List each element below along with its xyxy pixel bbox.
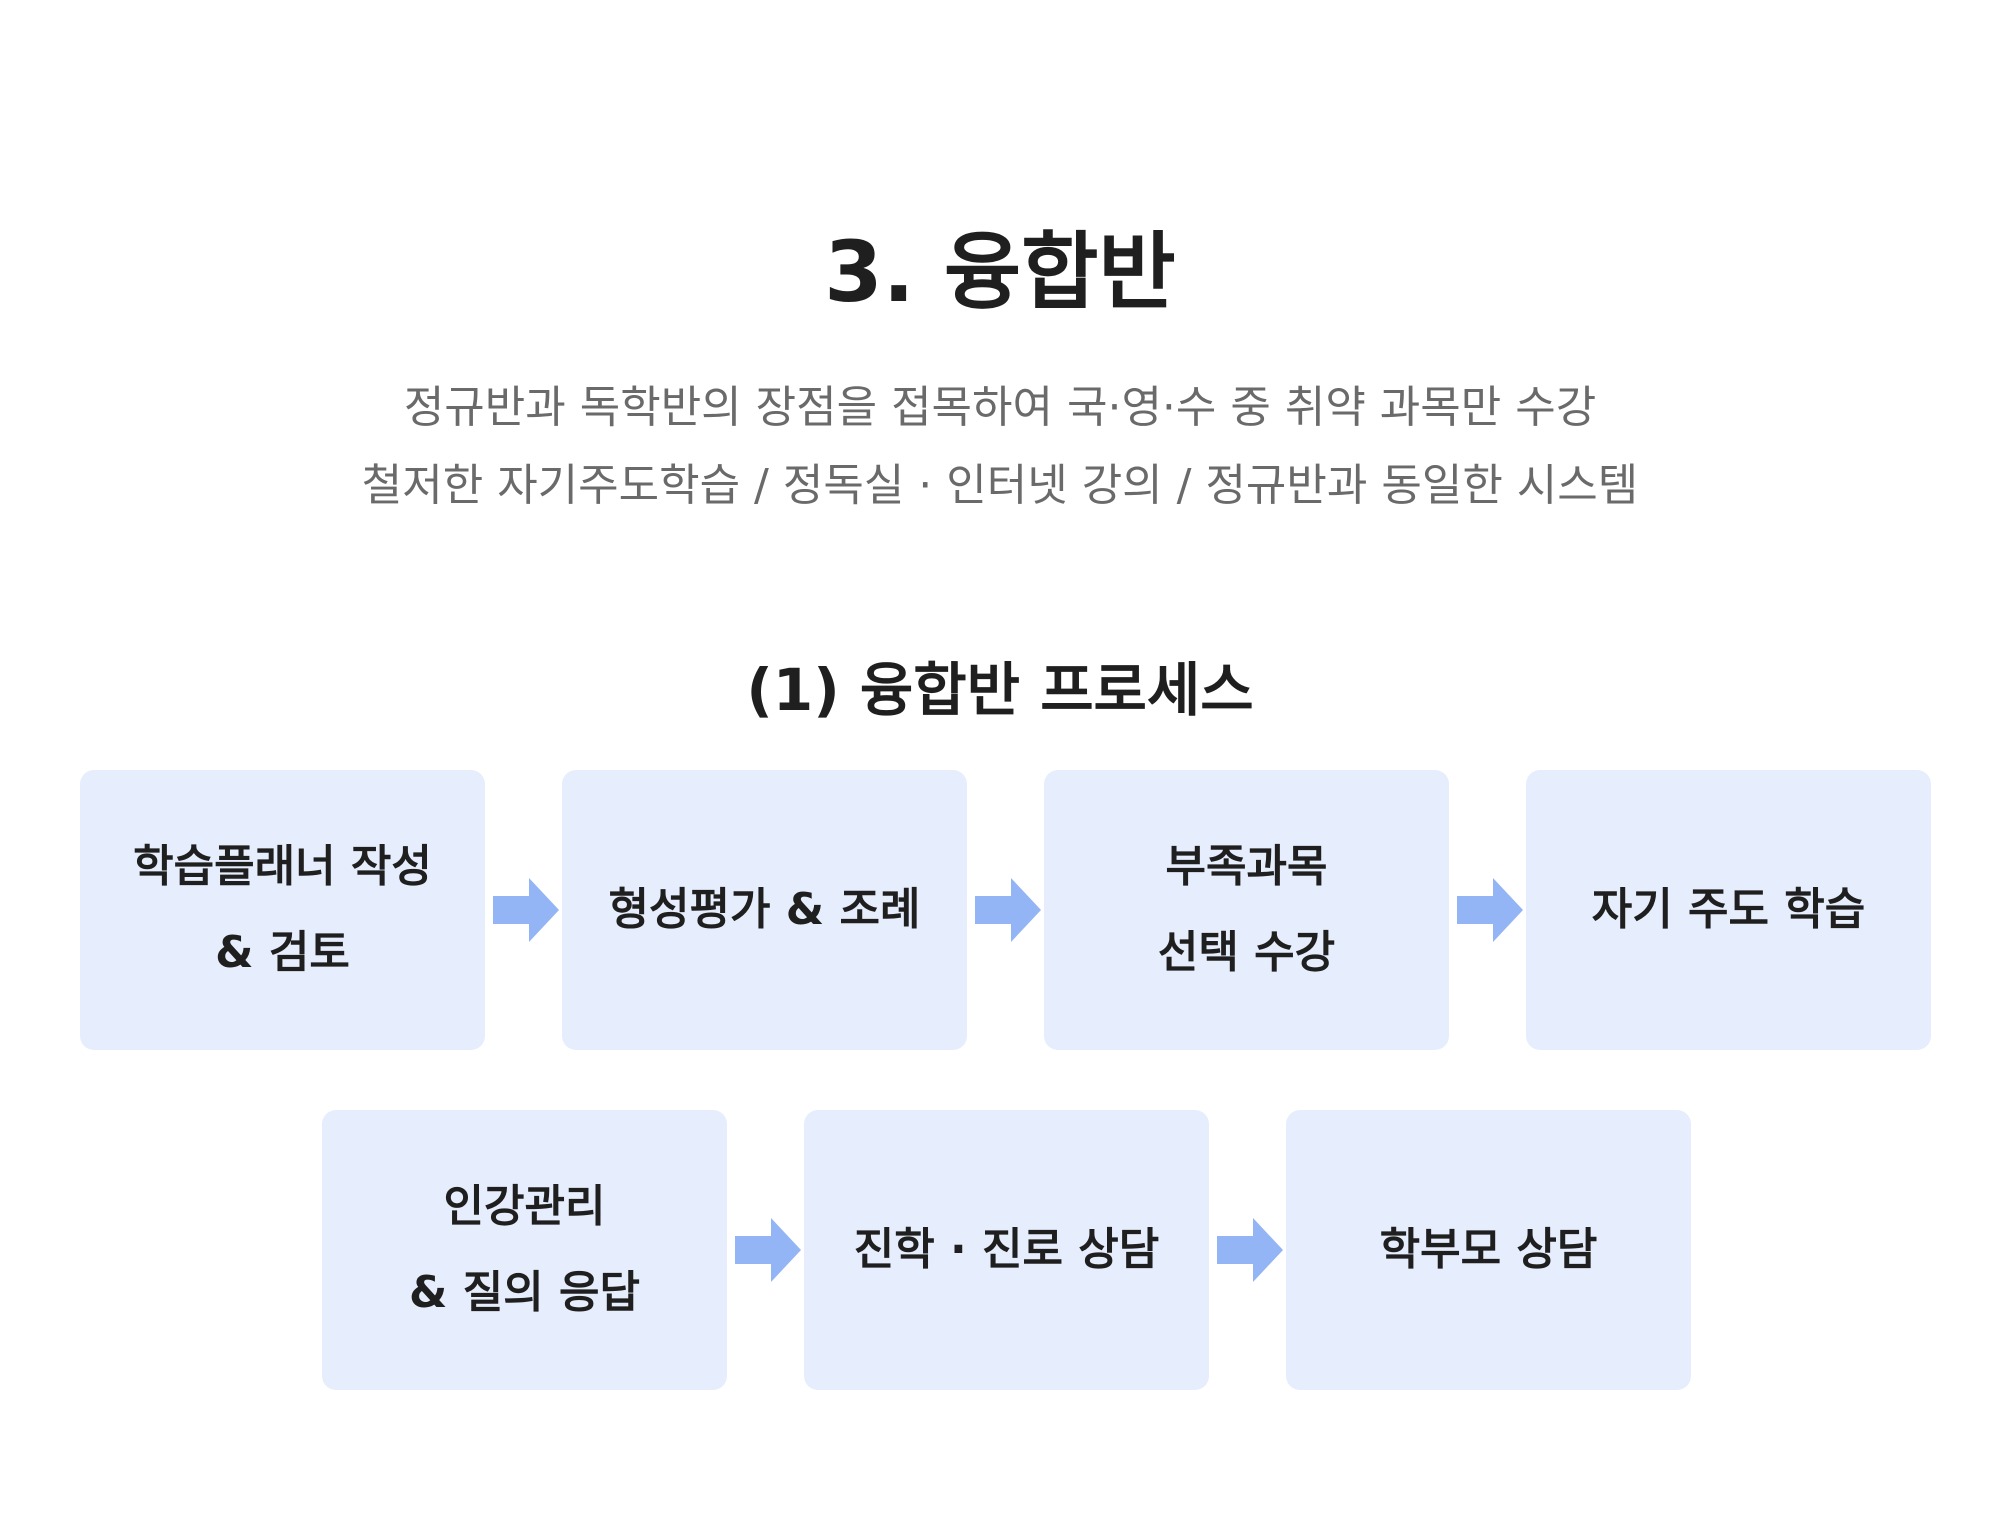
arrow-right-icon — [975, 878, 1041, 942]
step-label-line: 선택 수강 — [1157, 927, 1336, 978]
process-step-assessment: 형성평가 & 조례 — [562, 770, 967, 1050]
description-line-1: 정규반과 독학반의 장점을 접목하여 국·영·수 중 취약 과목만 수강 — [403, 382, 1597, 433]
step-label-line: 부족과목 — [1165, 841, 1328, 892]
process-step-lecture-management: 인강관리 & 질의 응답 — [322, 1110, 727, 1390]
step-label-line: 학습플래너 작성 — [133, 841, 432, 892]
step-label-line: & 검토 — [215, 927, 350, 978]
step-label-line: & 질의 응답 — [409, 1267, 640, 1318]
process-step-parent-counseling: 학부모 상담 — [1286, 1110, 1691, 1390]
process-title: (1) 융합반 프로세스 — [746, 656, 1254, 724]
arrow-right-icon — [493, 878, 559, 942]
section-title: 3. 융합반 — [824, 223, 1176, 321]
step-label-line: 형성평가 & 조례 — [608, 884, 921, 935]
process-step-planner: 학습플래너 작성 & 검토 — [80, 770, 485, 1050]
arrow-right-icon — [735, 1218, 801, 1282]
step-label-line: 진학 · 진로 상담 — [853, 1224, 1160, 1275]
process-step-self-study: 자기 주도 학습 — [1526, 770, 1931, 1050]
process-step-weak-subject: 부족과목 선택 수강 — [1044, 770, 1449, 1050]
step-label-line: 자기 주도 학습 — [1591, 884, 1866, 935]
process-step-career-counseling: 진학 · 진로 상담 — [804, 1110, 1209, 1390]
step-label-line: 학부모 상담 — [1379, 1224, 1598, 1275]
description-line-2: 철저한 자기주도학습 / 정독실 · 인터넷 강의 / 정규반과 동일한 시스템 — [361, 460, 1639, 511]
arrow-right-icon — [1217, 1218, 1283, 1282]
step-label-line: 인강관리 — [443, 1181, 606, 1232]
arrow-right-icon — [1457, 878, 1523, 942]
